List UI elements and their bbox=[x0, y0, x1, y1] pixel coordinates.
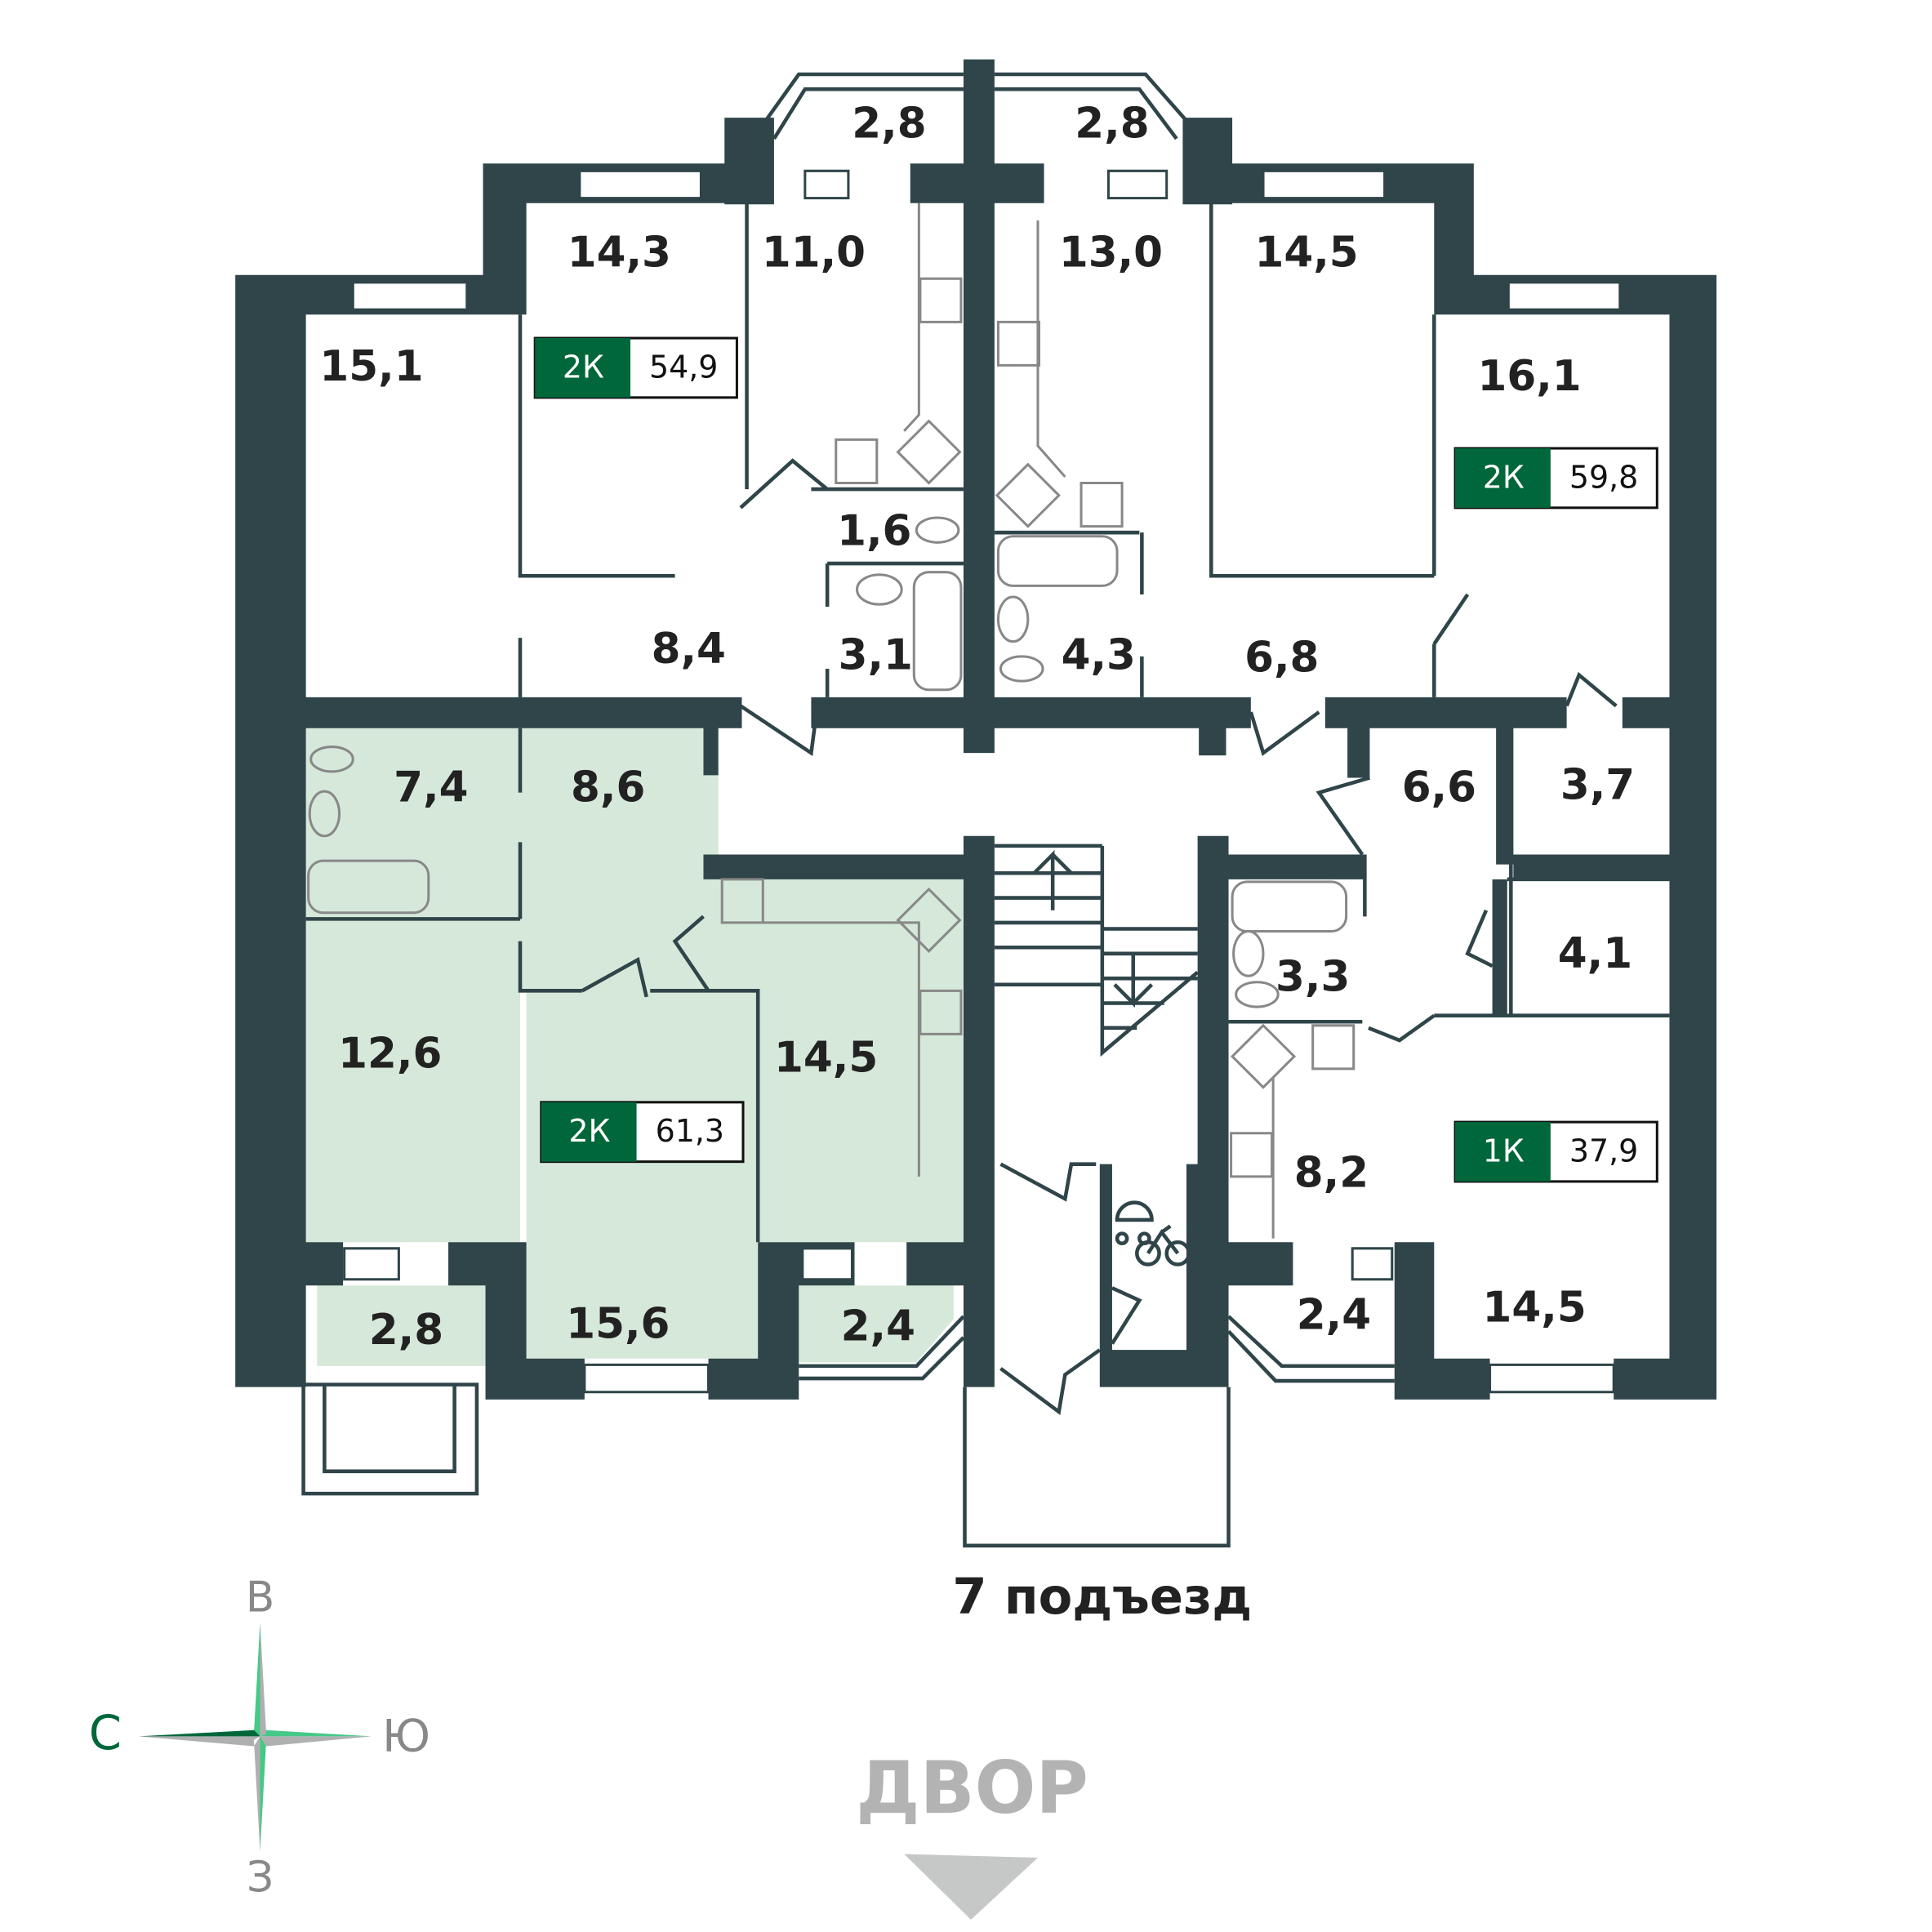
apartment-badge[interactable]: 2К 61,3 bbox=[540, 1101, 745, 1164]
badge-type-fill bbox=[541, 1102, 637, 1162]
apartment-badge[interactable]: 2К 59,8 bbox=[1453, 447, 1658, 510]
partitions bbox=[301, 203, 1670, 1548]
room-area: 14,5 bbox=[1483, 1284, 1587, 1333]
room-area: 14,5 bbox=[774, 1033, 878, 1082]
apartment-badges: 2К 54,9 2К 59,8 2К 61,3 1К 37,9 bbox=[533, 336, 1658, 1183]
stroller-bicycle-icon bbox=[1115, 1200, 1191, 1266]
apartment-area: 54,9 bbox=[649, 349, 718, 385]
compass-south: Ю bbox=[382, 1710, 430, 1762]
room-area: 2,4 bbox=[1297, 1291, 1371, 1340]
courtyard-label: ДВОР bbox=[856, 1746, 1088, 1830]
apartment-type: 2К bbox=[563, 349, 604, 385]
room-area: 2,8 bbox=[369, 1306, 443, 1355]
entrance-label: 7 подъезд bbox=[952, 1569, 1252, 1626]
room-area: 12,6 bbox=[338, 1030, 442, 1079]
room-area: 2,4 bbox=[841, 1302, 915, 1351]
room-area: 6,8 bbox=[1244, 633, 1319, 682]
room-area: 14,3 bbox=[568, 228, 671, 277]
bathroom-fixtures bbox=[307, 516, 1348, 1008]
room-area: 2,8 bbox=[852, 100, 926, 149]
apartment-type: 1К bbox=[1483, 1133, 1525, 1169]
compass-icon: В С Ю З bbox=[89, 1574, 430, 1903]
room-area: 14,5 bbox=[1254, 228, 1358, 277]
room-area: 13,0 bbox=[1059, 228, 1163, 277]
apartment-type: 2К bbox=[568, 1113, 610, 1149]
stairs-arrows-icon bbox=[1032, 850, 1154, 1008]
room-area: 4,1 bbox=[1558, 929, 1632, 978]
room-area: 3,7 bbox=[1560, 761, 1635, 810]
apartment-type: 2К bbox=[1483, 459, 1525, 495]
apartment-area: 37,9 bbox=[1569, 1133, 1638, 1169]
bathtub-icon bbox=[912, 571, 963, 692]
compass-east: В bbox=[246, 1574, 274, 1623]
badge-type-fill bbox=[1455, 1122, 1551, 1182]
windows bbox=[343, 169, 1622, 1394]
compass-west: З bbox=[247, 1853, 274, 1902]
room-area: 15,1 bbox=[319, 342, 423, 391]
walls bbox=[235, 59, 1717, 1400]
kitchen-fixtures bbox=[720, 203, 1356, 1239]
badge-type-fill bbox=[535, 338, 630, 398]
apartment-area: 61,3 bbox=[656, 1113, 724, 1149]
courtyard-arrow-icon bbox=[904, 1854, 1038, 1920]
highlighted-apartment[interactable] bbox=[305, 728, 964, 1366]
room-area: 16,1 bbox=[1477, 352, 1581, 401]
room-area: 2,8 bbox=[1075, 100, 1149, 149]
room-area: 4,3 bbox=[1062, 630, 1136, 679]
bathtub-icon bbox=[307, 859, 430, 915]
room-area: 7,4 bbox=[394, 763, 468, 812]
room-area: 3,1 bbox=[839, 630, 913, 679]
toilet-and-basin-icons bbox=[308, 516, 1280, 1008]
bathtub-icon bbox=[996, 535, 1119, 587]
room-area: 8,6 bbox=[571, 763, 645, 812]
room-area: 8,4 bbox=[652, 625, 726, 674]
bathtub-icon bbox=[1231, 880, 1348, 933]
room-area: 1,6 bbox=[837, 507, 911, 556]
apartment-badge[interactable]: 2К 54,9 bbox=[533, 336, 738, 399]
room-area: 15,6 bbox=[566, 1299, 670, 1348]
room-area: 3,3 bbox=[1275, 953, 1350, 1002]
badge-type-fill bbox=[1455, 448, 1551, 508]
room-area: 8,2 bbox=[1294, 1148, 1369, 1197]
apartment-badge[interactable]: 1К 37,9 bbox=[1453, 1120, 1658, 1183]
room-labels: 2,8 2,8 14,3 11,0 13,0 14,5 15,1 16,1 1,6 8,4 3,1 4… bbox=[319, 100, 1635, 1355]
room-area: 6,6 bbox=[1402, 763, 1476, 812]
bay-windows bbox=[759, 72, 1395, 1383]
apartment-area: 59,8 bbox=[1569, 459, 1638, 495]
compass-north: С bbox=[89, 1706, 122, 1761]
room-area: 11,0 bbox=[762, 228, 866, 277]
